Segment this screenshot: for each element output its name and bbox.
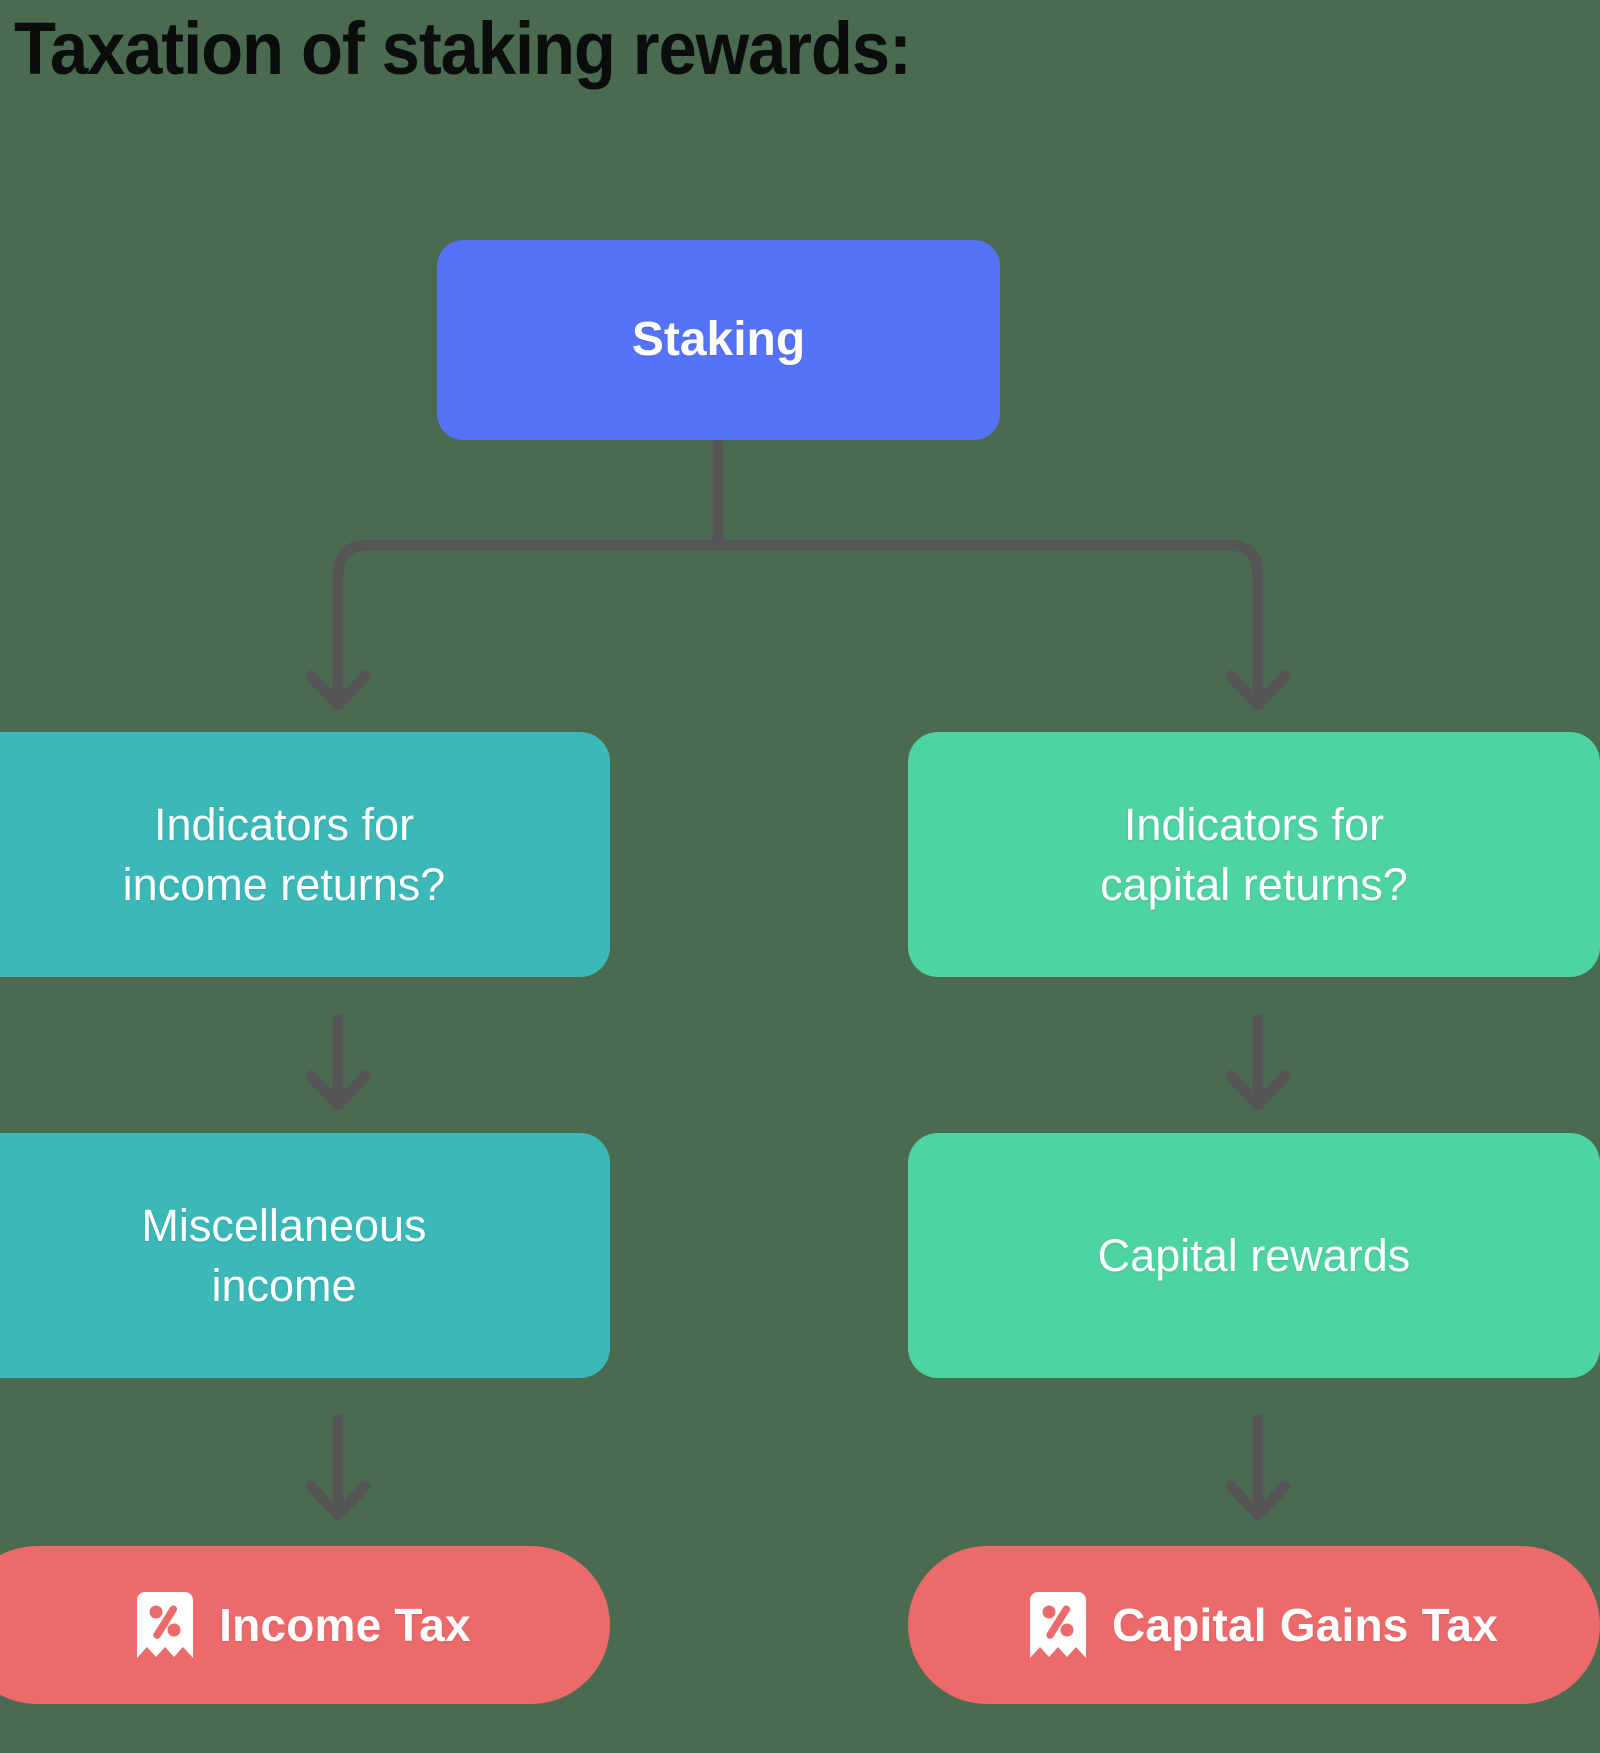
node-income-tax[interactable]: Income Tax [0, 1546, 610, 1704]
edge-root-to-income [332, 539, 724, 696]
arrowhead-incometax [305, 1480, 371, 1521]
capital-gains-tax-content: Capital Gains Tax [1030, 1592, 1498, 1658]
node-indicators-income-label: Indicators for income returns? [122, 799, 446, 910]
node-indicators-capital-label: Indicators for capital returns? [1100, 799, 1408, 910]
node-miscellaneous-income[interactable]: Miscellaneous income [0, 1133, 610, 1378]
node-staking-label: Staking [631, 313, 806, 367]
node-staking[interactable]: Staking [437, 240, 1000, 440]
arrowhead-capital-branch [1225, 670, 1291, 711]
node-capital-rewards[interactable]: Capital rewards [908, 1133, 1600, 1378]
node-capital-rewards-label: Capital rewards [1097, 1229, 1411, 1281]
edge-root-to-capital [712, 539, 1264, 696]
node-indicators-capital[interactable]: Indicators for capital returns? [908, 732, 1600, 977]
income-tax-content: Income Tax [137, 1592, 471, 1658]
arrowhead-rewards [1225, 1070, 1291, 1111]
arrowhead-income-branch [305, 670, 371, 711]
node-indicators-income[interactable]: Indicators for income returns? [0, 732, 610, 977]
receipt-percent-icon [1030, 1592, 1086, 1658]
node-miscellaneous-income-label: Miscellaneous income [141, 1200, 427, 1311]
receipt-percent-icon [137, 1592, 194, 1658]
arrowhead-cgt [1225, 1480, 1291, 1521]
page-title: Taxation of staking rewards: [14, 7, 912, 90]
node-capital-gains-tax[interactable]: Capital Gains Tax [908, 1546, 1600, 1704]
arrowhead-misc [305, 1070, 371, 1111]
node-capital-gains-tax-label: Capital Gains Tax [1112, 1599, 1498, 1651]
node-income-tax-label: Income Tax [219, 1599, 471, 1651]
